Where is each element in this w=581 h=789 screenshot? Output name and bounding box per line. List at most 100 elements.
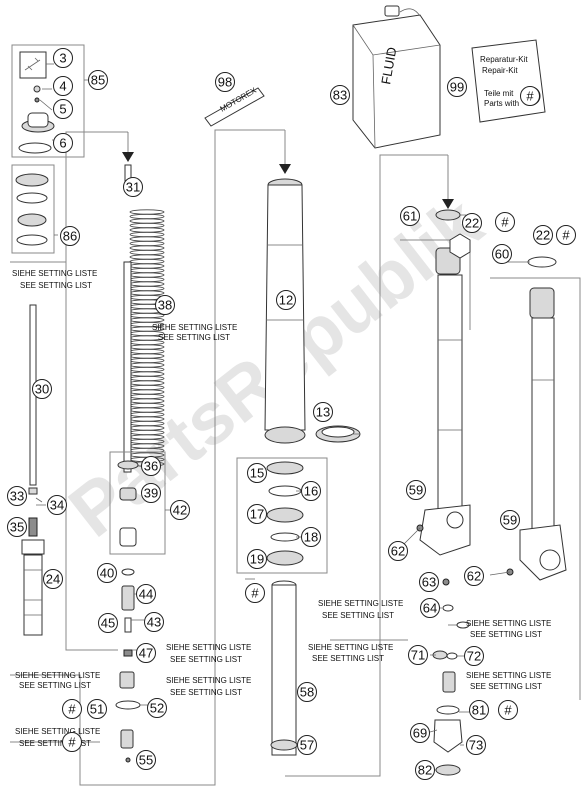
callout-circle — [447, 77, 467, 97]
callout-circle — [415, 760, 435, 780]
callout-circle — [419, 572, 439, 592]
part-callout: 36 — [141, 456, 161, 476]
repair-kit-marker: # — [556, 225, 576, 245]
part-callout: 13 — [313, 402, 333, 422]
spring-coil — [129, 312, 165, 319]
callout-number: 13 — [316, 405, 330, 420]
callout-number: 85 — [91, 73, 105, 88]
callout-circle — [53, 76, 73, 96]
callout-number: # — [562, 228, 570, 243]
callout-number: 35 — [10, 520, 24, 535]
fork-spring — [123, 164, 165, 473]
callout-number: 34 — [50, 498, 64, 513]
callout-circle — [155, 295, 175, 315]
fork-leg-right — [506, 256, 567, 581]
callout-number: 18 — [304, 530, 318, 545]
part-callout: 72 — [464, 646, 484, 666]
callout-number: 64 — [423, 601, 437, 616]
callout-circle — [136, 643, 156, 663]
callout-number: 47 — [139, 646, 153, 661]
part-callout: 31 — [123, 177, 143, 197]
part-callout: 33 — [7, 486, 27, 506]
spring-coil — [129, 263, 165, 269]
callout-circle — [47, 495, 67, 515]
spring-coil — [129, 353, 165, 359]
parts-group-bushings — [236, 457, 328, 574]
setting-note-de: SIEHE SETTING LISTE — [318, 599, 403, 608]
setting-note-de: SIEHE SETTING LISTE — [12, 269, 97, 278]
part-callout: 85 — [88, 70, 108, 90]
spring-coil — [129, 236, 165, 242]
callout-number: 5 — [59, 102, 66, 117]
callout-circle — [147, 698, 167, 718]
callout-number: 81 — [472, 703, 486, 718]
setting-note-en: SEE SETTING LIST — [470, 682, 542, 691]
spring-coil — [129, 222, 165, 229]
part-callout: 17 — [247, 504, 267, 524]
spring-coil — [129, 393, 165, 400]
callout-number: # — [251, 586, 259, 601]
callout-circle — [43, 569, 63, 589]
spring-coil — [129, 398, 165, 404]
part-callout: 16 — [301, 481, 321, 501]
parts-group-85 — [11, 44, 85, 158]
callout-circle — [556, 225, 576, 245]
spring-coil — [129, 240, 165, 247]
callout-number: 16 — [304, 484, 318, 499]
setting-note-de: SIEHE SETTING LISTE — [466, 671, 551, 680]
part-callout: 24 — [43, 569, 63, 589]
repair-kit-marker: # — [495, 212, 515, 232]
setting-note-en: SEE SETTING LIST — [470, 630, 542, 639]
callout-circle — [466, 735, 486, 755]
setting-note-de: SIEHE SETTING LISTE — [466, 619, 551, 628]
part-callout: 62 — [464, 566, 484, 586]
part-callout: 35 — [7, 517, 27, 537]
setting-note-en: SEE SETTING LIST — [322, 611, 394, 620]
part-callout: 42 — [170, 500, 190, 520]
spring-coil — [129, 348, 165, 355]
callout-circle — [170, 500, 190, 520]
callout-circle — [313, 402, 333, 422]
setting-note-en: SEE SETTING LIST — [19, 681, 91, 690]
callout-number: 6 — [59, 136, 66, 151]
callout-number: 44 — [139, 587, 153, 602]
part-callout: 34 — [47, 495, 67, 515]
spring-coil — [129, 290, 165, 296]
spring-coil — [129, 344, 165, 350]
part-callout: 43 — [144, 612, 164, 632]
callout-circle — [495, 212, 515, 232]
callout-number: 99 — [450, 80, 464, 95]
callout-number: # — [526, 89, 534, 104]
callout-circle — [297, 682, 317, 702]
part-callout: 6 — [53, 133, 73, 153]
part-callout: 69 — [410, 723, 430, 743]
callout-number: 82 — [418, 763, 432, 778]
callout-circle — [136, 750, 156, 770]
callout-circle — [245, 583, 265, 603]
assembly-frames — [10, 129, 581, 786]
callout-number: 71 — [411, 648, 425, 663]
callout-circle — [410, 723, 430, 743]
callout-number: 15 — [250, 466, 264, 481]
callout-circle — [60, 226, 80, 246]
setting-note-en: SEE SETTING LIST — [312, 654, 384, 663]
callout-number: 42 — [173, 503, 187, 518]
part-callout: 64 — [420, 598, 440, 618]
callout-number: 39 — [144, 486, 158, 501]
callout-number: 59 — [409, 483, 423, 498]
repair-kit-marker: # — [245, 583, 265, 603]
callout-circle — [215, 72, 235, 92]
callout-circle — [32, 379, 52, 399]
part-callout: 44 — [136, 584, 156, 604]
part-callout: 61 — [400, 206, 420, 226]
part-callout: 22 — [462, 213, 482, 233]
spring-coil — [129, 357, 165, 364]
callout-circle — [420, 598, 440, 618]
callout-circle — [464, 646, 484, 666]
callout-number: 57 — [300, 738, 314, 753]
part-callout: 51 — [87, 699, 107, 719]
setting-note-en: SEE SETTING LIST — [20, 281, 92, 290]
callout-circle — [297, 735, 317, 755]
